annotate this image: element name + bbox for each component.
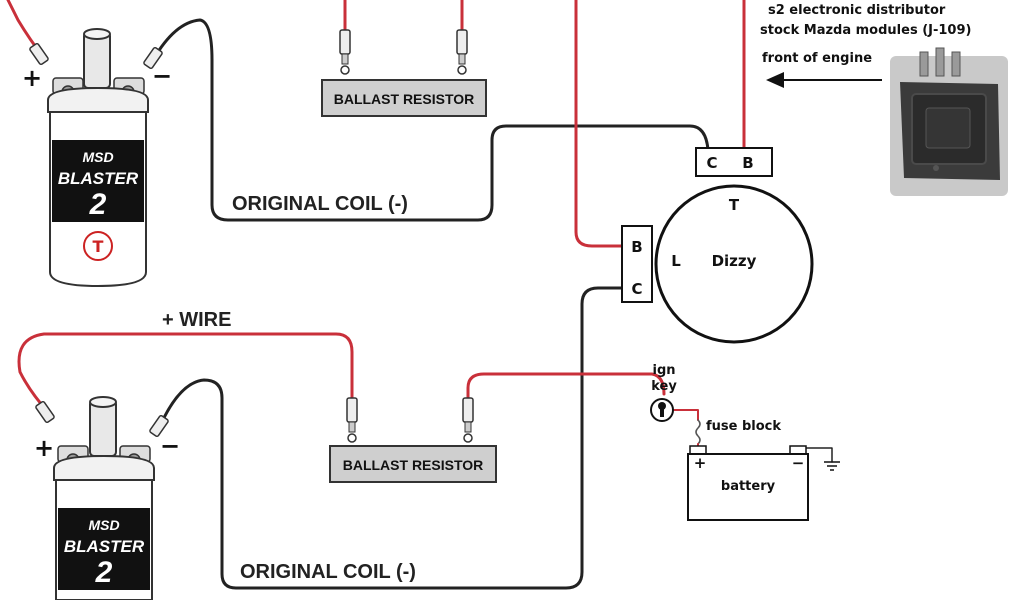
- top-coil-badge-text: T: [93, 237, 104, 256]
- ignition-module-icon: [890, 47, 1008, 196]
- top-ballast-resistor: BALLAST RESISTOR: [321, 29, 487, 117]
- distributor-top-terminal-block: [695, 147, 773, 177]
- bottom-coil: MSD BLASTER 2: [35, 396, 169, 600]
- battery: + − battery: [687, 445, 809, 521]
- top-coil-brand-blaster: BLASTER: [58, 169, 139, 188]
- bottom-coil-brand-2: 2: [95, 556, 113, 589]
- fuse-block-label: fuse block: [706, 419, 781, 434]
- bottom-resistor-right-terminal: [462, 397, 474, 443]
- key-to-battery-wire: [673, 409, 699, 421]
- distributor-top-terminal-b: B: [742, 154, 753, 172]
- battery-label: battery: [721, 479, 776, 494]
- bottom-original-coil-label: ORIGINAL COIL (-): [240, 561, 416, 583]
- distributor-l-label: L: [671, 252, 681, 270]
- top-coil-brand-2: 2: [89, 188, 107, 221]
- ignition-key-icon: [650, 398, 674, 422]
- bottom-coil-brand-blaster: BLASTER: [64, 537, 145, 556]
- resistor-to-key-wire: [466, 372, 666, 402]
- header-line-2: stock Mazda modules (J-109): [760, 23, 971, 38]
- wires: [6, 0, 833, 590]
- front-of-engine-label: front of engine: [762, 51, 872, 66]
- top-coil-plus-sign: +: [22, 64, 42, 92]
- distributor-top-terminal-c: C: [706, 154, 717, 172]
- top-resistor-label: BALLAST RESISTOR: [334, 91, 475, 107]
- bottom-coil-minus-sign: −: [160, 432, 180, 460]
- key-label: key: [651, 379, 677, 394]
- ground-icon: [824, 461, 840, 471]
- fuse-link: [695, 419, 701, 445]
- bottom-coil-brand-msd: MSD: [88, 517, 119, 533]
- bottom-coil-plus-sign: +: [34, 434, 54, 462]
- bottom-ballast-resistor: BALLAST RESISTOR: [329, 397, 497, 483]
- distributor-t-label: T: [729, 196, 740, 214]
- distributor-side-terminal-b: B: [631, 238, 642, 256]
- distributor: Dizzy T L C B B C: [621, 147, 814, 344]
- battery-minus-sign: −: [792, 454, 805, 472]
- plus-wire-label: + WIRE: [162, 309, 231, 331]
- ign-label: ign: [652, 363, 675, 378]
- top-coil: MSD BLASTER 2 T: [29, 28, 163, 288]
- top-coil-minus-sign: −: [152, 62, 172, 90]
- header-line-1: s2 electronic distributor: [768, 3, 946, 18]
- top-resistor-right-terminal: [456, 29, 468, 75]
- top-resistor-left-terminal: [339, 29, 351, 75]
- top-original-coil-label: ORIGINAL COIL (-): [232, 193, 408, 215]
- distributor-side-terminal-block: [621, 225, 653, 303]
- arrow-left-icon: [766, 72, 882, 88]
- top-coil-brand-msd: MSD: [82, 149, 113, 165]
- dist-b-side-wire: [574, 0, 624, 248]
- battery-plus-sign: +: [694, 454, 707, 472]
- bottom-resistor-left-terminal: [346, 397, 358, 443]
- distributor-side-terminal-c: C: [631, 280, 642, 298]
- bottom-plus-wire: [17, 332, 354, 414]
- bottom-resistor-label: BALLAST RESISTOR: [343, 457, 484, 473]
- top-coil-minus-wire: [151, 18, 710, 222]
- top-coil-badge: [83, 231, 113, 261]
- dist-c-side-wire: [158, 286, 624, 590]
- distributor-name: Dizzy: [712, 252, 757, 270]
